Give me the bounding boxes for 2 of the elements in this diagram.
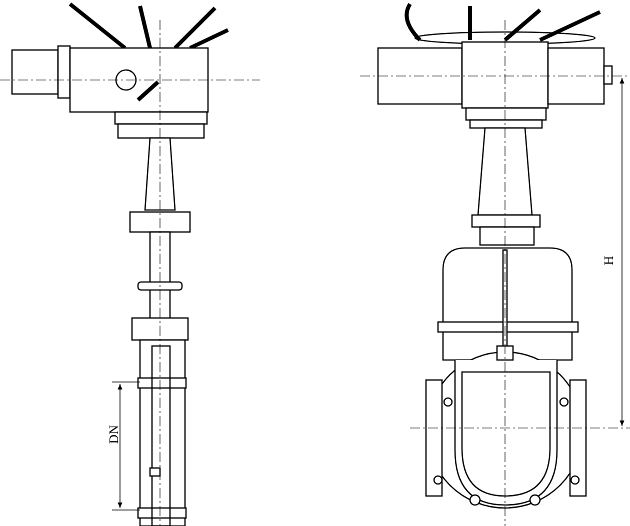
dimension-label: DN: [106, 425, 120, 444]
dimension-label: H: [602, 256, 616, 266]
